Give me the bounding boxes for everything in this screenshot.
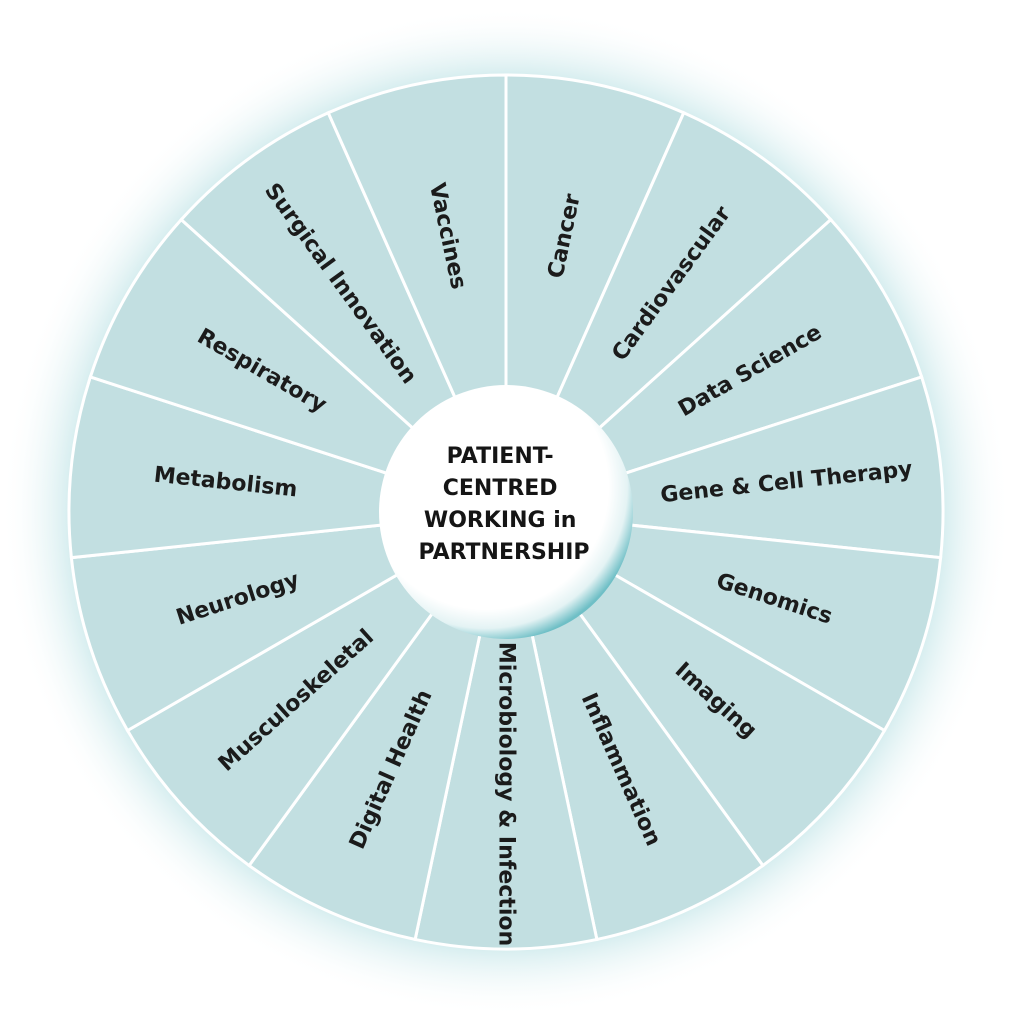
- center-line-3: WORKING in: [424, 508, 576, 533]
- segment-label: Microbiology & Infection: [494, 642, 519, 946]
- center-circle: [379, 385, 633, 639]
- center-line-2: CENTRED: [443, 476, 558, 501]
- segments-group: [67, 73, 945, 951]
- center-line-4: PARTNERSHIP: [418, 540, 589, 565]
- center-title: PATIENT- CENTRED WORKING in PARTNERSHIP: [418, 444, 589, 565]
- center-line-1: PATIENT-: [447, 444, 554, 469]
